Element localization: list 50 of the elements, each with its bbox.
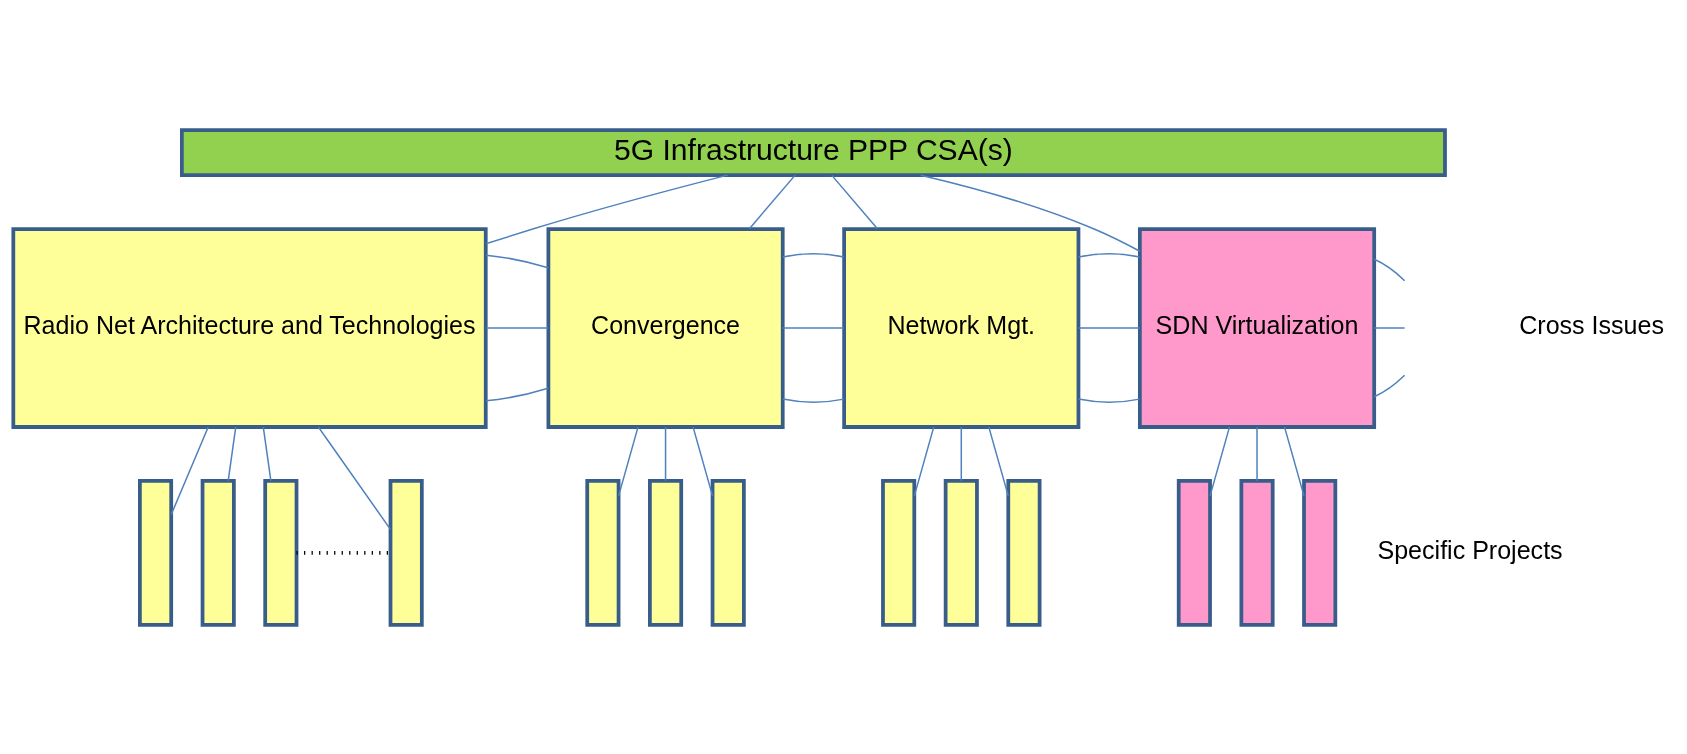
connector — [317, 425, 392, 530]
connector — [782, 252, 845, 258]
node-bar — [943, 478, 979, 627]
node-box: SDN Virtualization — [1137, 226, 1377, 429]
label: Specific Projects — [1377, 535, 1563, 564]
connector — [485, 386, 549, 402]
connector — [1283, 425, 1305, 497]
connector — [1077, 252, 1141, 258]
connector — [617, 425, 639, 497]
connector — [262, 425, 272, 482]
node-box: Radio Net Architecture and Technologies — [11, 226, 488, 429]
node-bar — [881, 478, 917, 627]
connector — [227, 425, 237, 482]
connector — [692, 425, 714, 497]
connector — [1256, 425, 1258, 482]
connector — [831, 174, 879, 229]
connector — [485, 326, 549, 329]
node-bar — [1302, 478, 1338, 627]
connector — [296, 550, 391, 555]
node-bar — [388, 478, 424, 627]
connector — [1373, 258, 1406, 281]
connector — [485, 253, 549, 269]
connector — [1077, 326, 1141, 329]
connector — [1077, 397, 1141, 403]
node-bar — [1006, 478, 1042, 627]
connector — [960, 425, 963, 482]
node-bar — [1239, 478, 1275, 627]
node-bar — [585, 478, 621, 627]
connector — [1373, 374, 1406, 397]
connector — [913, 425, 935, 497]
node-box: Convergence — [546, 226, 785, 429]
node-bar — [200, 478, 236, 627]
node-box: Network Mgt. — [842, 226, 1081, 429]
connector — [748, 174, 796, 229]
connector — [920, 173, 1141, 252]
connector — [1373, 326, 1406, 329]
connector — [485, 173, 729, 244]
label: Cross Issues — [1519, 310, 1664, 339]
node-bar — [648, 478, 684, 627]
connector — [664, 425, 667, 482]
node-bar — [263, 478, 299, 627]
connector — [782, 397, 845, 403]
node-bar — [138, 478, 174, 627]
connector — [782, 326, 845, 329]
node-box: 5G Infrastructure PPP CSA(s) — [180, 127, 1447, 177]
node-bar — [1176, 478, 1212, 627]
connector — [988, 425, 1009, 497]
connector — [170, 425, 209, 515]
node-bar — [710, 478, 746, 627]
connector — [1209, 425, 1231, 497]
